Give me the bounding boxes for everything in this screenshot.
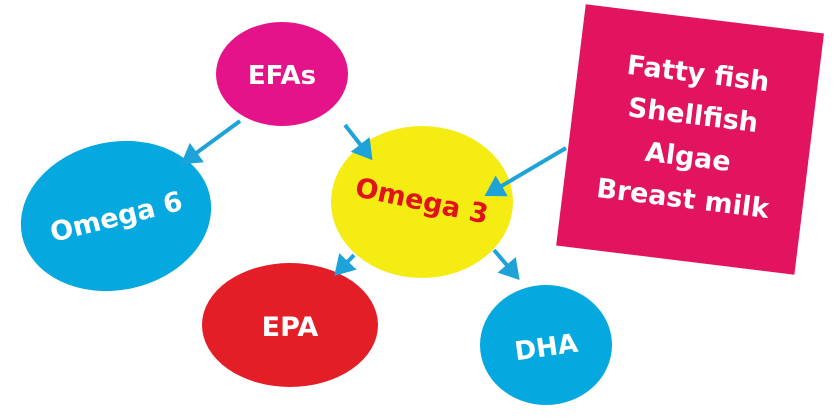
node-dha: DHA	[480, 285, 612, 405]
node-efas-label: EFAs	[248, 61, 316, 91]
arrow-sources-omega3	[484, 146, 568, 197]
node-efas: EFAs	[216, 22, 348, 126]
arrow-efas-omega3	[343, 123, 373, 161]
arrow-efas-omega6	[180, 119, 242, 165]
node-omega3: Omega 3	[331, 126, 513, 278]
arrow-omega3-epa	[334, 253, 357, 276]
arrow-omega3-dha	[492, 248, 520, 281]
sources-box: Fatty fish Shellfish Algae Breast milk	[556, 4, 824, 275]
node-omega6: Omega 6	[20, 140, 212, 292]
node-epa-label: EPA	[262, 312, 319, 343]
node-epa: EPA	[202, 263, 378, 387]
